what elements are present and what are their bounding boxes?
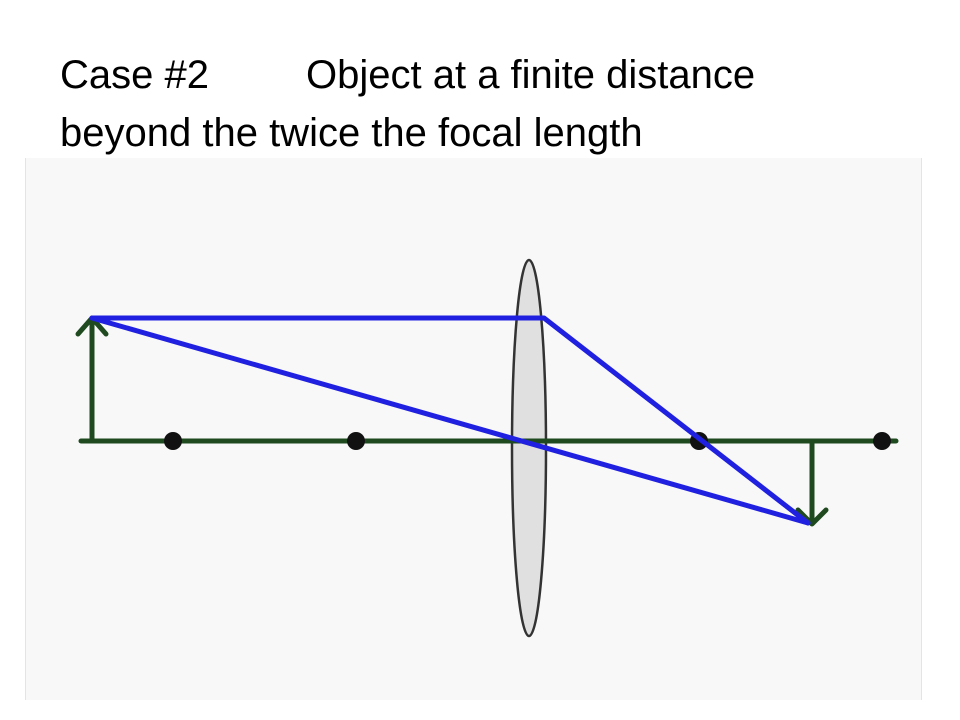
case-label: Case #2 [60,53,209,97]
image-arrow-head [795,507,829,527]
parallel-ray [89,315,811,526]
title-line-1: Case #2 Object at a finite distance [60,46,940,104]
slide-title: Case #2 Object at a finite distance beyon… [60,46,940,162]
point-2f-left [164,432,182,450]
case-description: Object at a finite distance [306,53,756,97]
title-line-2: beyond the twice the focal length [60,111,643,155]
central-ray [89,315,811,526]
ray-diagram [75,258,899,638]
ray-diagram-panel [25,158,922,700]
point-f-left [347,432,365,450]
point-2f-right [873,432,891,450]
